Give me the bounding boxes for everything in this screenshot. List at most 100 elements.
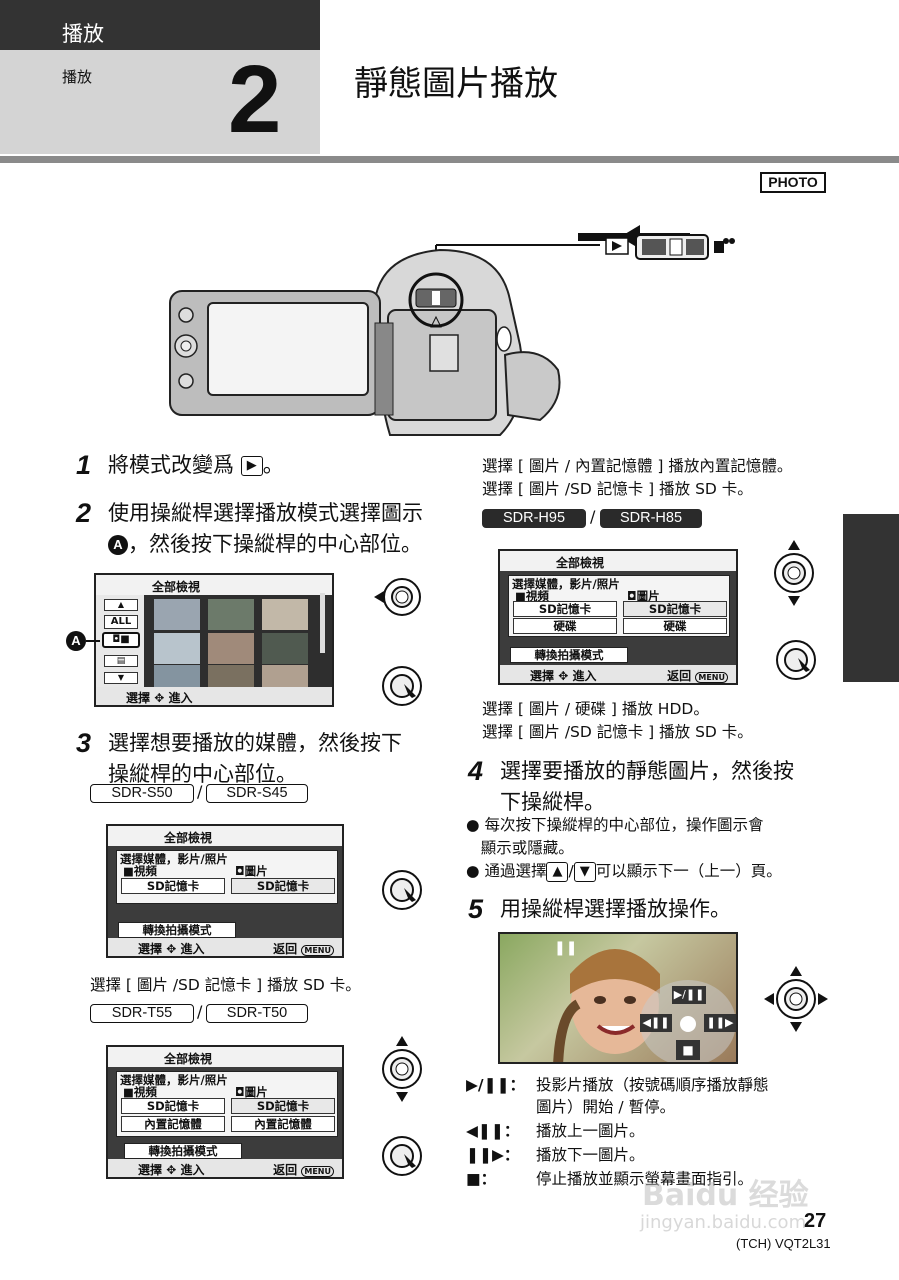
legend-key: ■： (466, 1170, 497, 1188)
media-select-screen-sd: 全部檢視 選擇媒體，影片/照片 ■視頻 ◘圖片 SD記憶卡 SD記憶卡 轉換拍攝… (106, 824, 344, 958)
photo-builtin-option[interactable]: 內置記憶體 (231, 1116, 335, 1132)
step-number: 4 (468, 756, 484, 786)
camcorder-illustration (169, 225, 735, 436)
subsection-label: 播放 (62, 68, 93, 86)
select-label: 選擇 (126, 691, 151, 705)
screen-title: 全部檢視 (164, 831, 213, 845)
enter-label: 進入 (168, 691, 193, 705)
step-1-end: 。 (262, 453, 284, 477)
previous-button[interactable]: ◀❚❚ (640, 1014, 672, 1032)
next-button[interactable]: ❚❚▶ (704, 1014, 736, 1032)
step-number: 3 (76, 728, 92, 758)
photo-hdd-option[interactable]: 硬碟 (623, 618, 727, 634)
thumbnail (208, 599, 254, 630)
switch-mode-button[interactable]: 轉換拍攝模式 (510, 647, 628, 663)
menu-icon: MENU (695, 672, 728, 683)
enter-label: 進入 (572, 669, 597, 683)
section-header: 播放 (0, 0, 320, 50)
watermark-url: jingyan.baidu.com (640, 1212, 807, 1233)
model-sdr-s50: SDR-S50 (90, 784, 194, 803)
step-2-line-2: ，然後按下操縱桿的中心部位。 (128, 532, 422, 556)
switch-mode-button[interactable]: 轉換拍攝模式 (124, 1143, 242, 1159)
model-sdr-s45: SDR-S45 (206, 784, 308, 803)
side-tab (843, 514, 899, 682)
media-menu: 選擇媒體，影片/照片 ■視頻 ◘圖片 SD記憶卡 SD記憶卡 硬碟 硬碟 (508, 575, 730, 637)
switch-mode-button[interactable]: 轉換拍攝模式 (118, 922, 236, 938)
down-arrow-icon: ▼ (104, 672, 138, 684)
legend-row: ❚❚▶： 播放下一圖片。 (466, 1144, 836, 1166)
photo-label: ◘圖片 (627, 589, 660, 603)
joystick-press-icon (382, 1136, 422, 1176)
page-number: 27 (804, 1210, 827, 1232)
video-label: ■視頻 (123, 864, 157, 878)
video-hdd-option[interactable]: 硬碟 (513, 618, 617, 634)
pause-indicator-icon: ❚❚ (554, 940, 578, 956)
legend-key: ◀❚❚： (466, 1122, 520, 1140)
photo-sd-option[interactable]: SD記憶卡 (231, 1098, 335, 1114)
photo-sd-option[interactable]: SD記憶卡 (231, 878, 335, 894)
callout-a: A (66, 631, 86, 651)
step-number: 1 (76, 450, 92, 480)
joystick-updown-icon (774, 540, 814, 606)
screen-title: 全部檢視 (152, 580, 201, 594)
screen-title: 全部檢視 (164, 1052, 213, 1066)
bullet-1: ● 每次按下操縱桿的中心部位，操作圖示會 顯示或隱藏。 (466, 816, 764, 857)
model-sdr-h85: SDR-H85 (600, 509, 702, 528)
menu-icon: MENU (301, 1166, 334, 1177)
play-pause-button[interactable]: ▶/❚❚ (672, 986, 706, 1004)
step-5: 5 用操縱桿選擇播放操作。 (468, 894, 848, 928)
step-4-line-1: 選擇要播放的靜態圖片，然後按 (500, 759, 794, 783)
screen-title: 全部檢視 (556, 556, 605, 570)
step-1: 1 將模式改變爲 ▶。 (76, 450, 456, 484)
step-5-text: 用操縱桿選擇播放操作。 (500, 897, 731, 921)
back-label: 返回 (273, 1163, 298, 1177)
legend-value: 播放上一圖片。 (536, 1122, 645, 1140)
control-legend: ▶/❚❚： 投影片播放（按號碼順序播放靜態圖片）開始 / 暫停。 ◀❚❚： 播放… (466, 1074, 836, 1194)
down-arrow-icon: ▼ (573, 861, 596, 882)
legend-value: 投影片播放（按號碼順序播放靜態圖片）開始 / 暫停。 (536, 1076, 769, 1116)
media-select-screen-hdd: 全部檢視 選擇媒體，影片/照片 ■視頻 ◘圖片 SD記憶卡 SD記憶卡 硬碟 硬… (498, 549, 738, 685)
multi-icon: ▤ (104, 655, 138, 667)
select-label: 選擇 (138, 1163, 163, 1177)
joystick-press-icon (382, 666, 422, 706)
stop-button[interactable]: ■ (676, 1040, 700, 1060)
menu-header: 選擇媒體，影片/照片 (512, 577, 620, 591)
note-hdd-1: 選擇 [ 圖片 / 硬碟 ] 播放 HDD。 (482, 700, 709, 718)
model-separator: / (197, 782, 203, 801)
joystick-four-way-icon (764, 966, 828, 1032)
video-sd-option[interactable]: SD記憶卡 (513, 601, 617, 617)
select-label: 選擇 (530, 669, 555, 683)
watermark-brand: Baidu 经验 (642, 1178, 809, 1213)
video-label: ■視頻 (515, 589, 549, 603)
photo-sd-option[interactable]: SD記憶卡 (623, 601, 727, 617)
photo-playback-screen: ❚❚ ▶/❚❚ ◀❚❚ ❚❚▶ ■ (498, 932, 738, 1064)
bullet-1-line-2: 顯示或隱藏。 (480, 839, 574, 857)
thumbnail (154, 599, 200, 630)
header-divider (0, 156, 899, 163)
enter-label: 進入 (180, 1163, 205, 1177)
callout-line (86, 640, 100, 642)
step-4-line-2: 下操縱桿。 (500, 790, 605, 814)
video-sd-option[interactable]: SD記憶卡 (121, 1098, 225, 1114)
step-3-line-2: 操縱桿的中心部位。 (108, 762, 297, 786)
photo-label: ◘圖片 (235, 864, 268, 878)
step-number: 2 (76, 498, 92, 528)
photo-mode-icon: ◘■ (102, 632, 140, 648)
thumbnail (208, 633, 254, 664)
video-builtin-option[interactable]: 內置記憶體 (121, 1116, 225, 1132)
note-hdd-2: 選擇 [ 圖片 /SD 記憶卡 ] 播放 SD 卡。 (482, 723, 753, 741)
up-arrow-icon: ▲ (104, 599, 138, 611)
video-label: ■視頻 (123, 1085, 157, 1099)
center-button[interactable] (680, 1016, 696, 1032)
select-label: 選擇 (138, 942, 163, 956)
legend-value: 停止播放並顯示螢幕畫面指引。 (536, 1170, 754, 1188)
bullet-2-post: 可以顯示下一（上一）頁。 (595, 862, 782, 880)
bullet-2: ● 通過選擇▲/▼可以顯示下一（上一）頁。 (466, 861, 782, 882)
thumbnail-screen: 全部檢視 ▲ ALL ◘■ ▤ ▼ 選擇 ✥ 進入 (94, 573, 334, 707)
model-separator: / (590, 507, 596, 526)
video-sd-option[interactable]: SD記憶卡 (121, 878, 225, 894)
girl-photo (553, 949, 660, 1062)
callout-a-marker: A (108, 535, 128, 555)
thumbnail (154, 633, 200, 664)
